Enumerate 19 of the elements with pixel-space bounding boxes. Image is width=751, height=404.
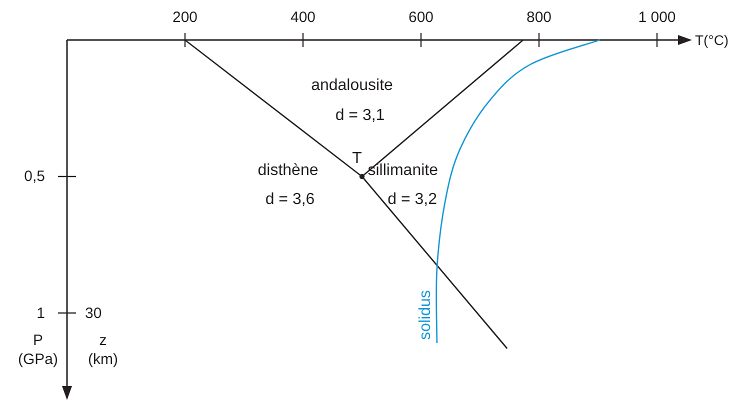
axis-label: T(°C) — [695, 32, 729, 48]
axis-label: z (km) — [88, 332, 118, 368]
axis-label: P (GPa) — [18, 332, 58, 368]
density-label: d = 3,6 — [265, 191, 315, 208]
tick-label: 800 — [526, 9, 552, 26]
tick-label: 1 — [36, 305, 45, 322]
tick-label: 0,5 — [24, 168, 45, 185]
density-label: d = 3,2 — [388, 191, 437, 208]
tick-label: 1 000 — [638, 9, 676, 26]
region-label: sillimanite — [368, 162, 438, 179]
region-label: andalousite — [311, 77, 393, 94]
tick-label: 30 — [85, 305, 102, 322]
region-label: disthène — [258, 162, 318, 179]
curve-label: solidus — [417, 290, 434, 340]
tick-label: 400 — [290, 9, 316, 26]
tick-label: 200 — [172, 9, 198, 26]
tick-label: 600 — [408, 9, 434, 26]
point-label: T — [352, 150, 362, 167]
density-label: d = 3,1 — [335, 107, 385, 124]
